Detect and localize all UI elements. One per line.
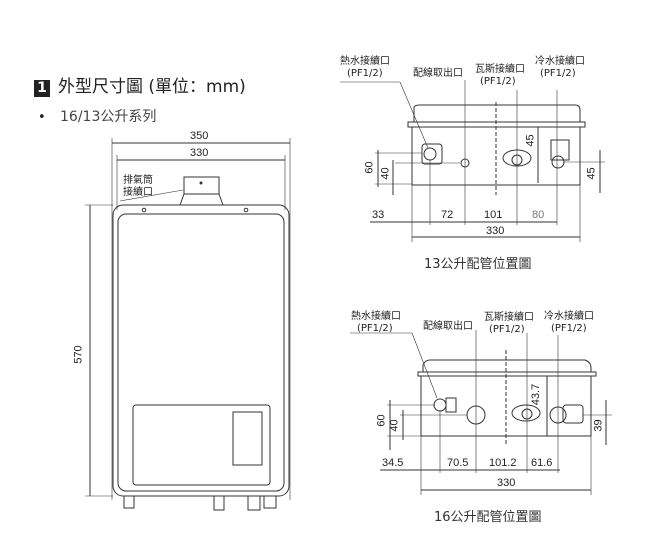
p16-gas-label: 瓦斯接續口	[484, 312, 534, 323]
p13-dim-60: 60	[363, 161, 376, 174]
p16-dim-61-6: 61.6	[531, 457, 553, 469]
exhaust-label-line2: 接續口	[123, 187, 153, 198]
p16-wiring-label: 配線取出口	[423, 321, 473, 332]
p13-hot-water-spec: (PF1/2)	[347, 68, 383, 79]
p16-hot-water-spec: (PF1/2)	[357, 323, 393, 334]
p13-wiring-label: 配線取出口	[413, 68, 463, 79]
section-title: 外型尺寸圖 (單位：mm)	[58, 77, 246, 97]
p13-dim-40: 40	[379, 167, 392, 180]
p16-dim-39: 39	[592, 419, 605, 432]
p16-caption: 16公升配管位置圖	[434, 510, 542, 525]
p16-dim-70-5: 70.5	[447, 457, 469, 469]
exhaust-label-line1: 排氣筒	[123, 175, 153, 186]
p13-caption: 13公升配管位置圖	[424, 257, 532, 272]
dim-width-inner: 330	[190, 147, 209, 159]
p13-cold-water-label: 冷水接續口	[535, 56, 585, 67]
p13-dim-330: 330	[486, 225, 505, 237]
p13-cold-water-spec: (PF1/2)	[540, 68, 576, 79]
p16-dim-330: 330	[497, 477, 516, 489]
section-number-badge: 1	[34, 80, 50, 97]
p13-dim-80: 80	[532, 209, 545, 221]
p13-dim-45a: 45	[524, 134, 537, 147]
p13-dim-72: 72	[441, 209, 454, 221]
p13-dim-45b: 45	[585, 167, 598, 180]
dim-width-outer: 350	[190, 130, 209, 142]
series-label: 16/13公升系列	[60, 109, 157, 125]
p13-gas-spec: (PF1/2)	[480, 76, 516, 87]
front-view-drawing	[85, 138, 291, 511]
p16-dim-43-7: 43.7	[530, 383, 543, 406]
p16-dim-101-2: 101.2	[489, 457, 517, 469]
series-bullet: •	[38, 110, 46, 125]
p13-dim-33: 33	[372, 209, 385, 221]
p13-dim-101: 101	[484, 209, 503, 221]
dim-height: 570	[72, 345, 85, 364]
p16-cold-water-label: 冷水接續口	[544, 311, 594, 322]
p16-dim-34-5: 34.5	[382, 457, 404, 469]
p16-dim-60: 60	[375, 414, 388, 427]
p16-dim-40: 40	[388, 419, 401, 432]
p16-cold-water-spec: (PF1/2)	[551, 323, 587, 334]
p13-hot-water-label: 熱水接續口	[340, 56, 390, 67]
piping-16-drawing	[350, 330, 612, 495]
p13-gas-label: 瓦斯接續口	[475, 64, 525, 75]
piping-13-drawing	[340, 80, 605, 242]
p16-hot-water-label: 熱水接續口	[351, 311, 401, 322]
p16-gas-spec: (PF1/2)	[489, 324, 525, 335]
